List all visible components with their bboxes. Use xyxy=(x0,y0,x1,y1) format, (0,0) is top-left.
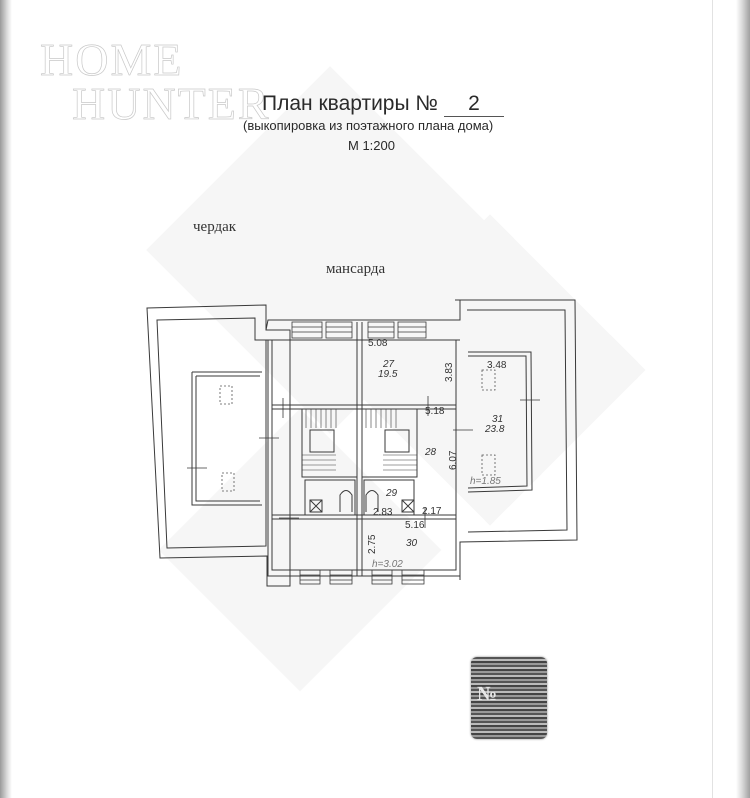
dim-room31-width: 3.48 xyxy=(487,360,507,371)
room28-number: 28 xyxy=(424,447,437,458)
dim-room27-depth: 3.83 xyxy=(444,362,455,382)
apartment-number: 2 xyxy=(443,92,504,117)
attic-label: чердак xyxy=(193,219,237,235)
room29-number: 29 xyxy=(385,488,398,499)
watermark-line1: HOME xyxy=(40,34,184,85)
page-edge-line xyxy=(712,0,713,798)
dim-extra: 2.17 xyxy=(422,506,442,517)
page-subtitle: (выкопировка из поэтажного плана дома) xyxy=(243,118,494,133)
room30-number: 30 xyxy=(406,538,418,549)
room27-area: 19.5 xyxy=(378,369,398,380)
security-hologram-stamp: № xyxy=(471,657,547,739)
room31-area: 23.8 xyxy=(484,424,505,435)
room31-height: h=1.85 xyxy=(470,476,501,487)
dim-room30-width: 5.16 xyxy=(405,520,425,531)
floor-plan: 5.08 27 19.5 3.83 5.18 28 6.07 29 2.83 2… xyxy=(146,299,578,587)
title-prefix: План квартиры № xyxy=(262,92,438,115)
watermark-line2: HUNTER xyxy=(72,78,271,129)
dim-room27-width: 5.08 xyxy=(368,338,388,349)
scale-label: М 1:200 xyxy=(348,138,395,153)
dim-room29-width: 2.83 xyxy=(373,507,393,518)
mansard-label: мансарда xyxy=(326,261,386,277)
scan-edge-right xyxy=(736,0,750,798)
dim-room28-width: 5.18 xyxy=(425,406,445,417)
room31-number: 31 xyxy=(492,414,503,425)
room27-number: 27 xyxy=(382,359,395,370)
home-hunter-watermark: HOME HUNTER xyxy=(40,34,271,129)
dim-room28-depth: 6.07 xyxy=(448,450,459,470)
scan-edge-left xyxy=(0,0,12,798)
room30-height: h=3.02 xyxy=(372,559,403,570)
dim-room30-depth: 2.75 xyxy=(367,534,378,554)
stamp-number-sign: № xyxy=(477,683,498,705)
